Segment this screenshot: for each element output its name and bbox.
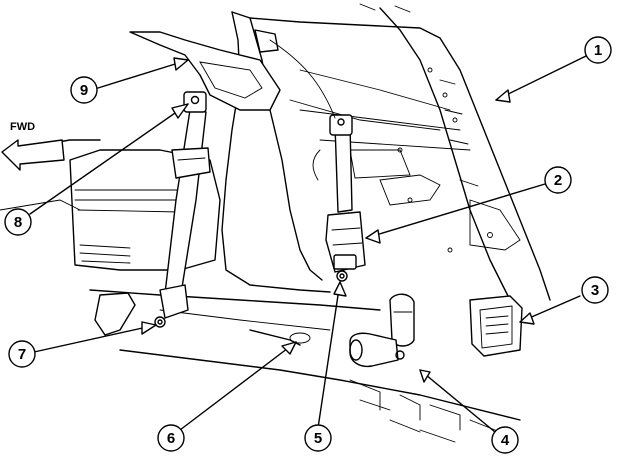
callout-5-label: 5	[314, 430, 322, 447]
callout-2-label: 2	[554, 172, 562, 189]
fwd-indicator: FWD	[1, 121, 65, 171]
callout-1-label: 1	[594, 42, 602, 59]
callout-5: 5	[304, 424, 332, 452]
leader-lines	[29, 55, 587, 433]
callout-4: 4	[491, 426, 519, 454]
callout-2: 2	[544, 166, 572, 194]
side-window-area	[0, 139, 221, 271]
callout-7-label: 7	[18, 346, 26, 363]
callout-9-label: 9	[80, 82, 88, 99]
trim-cover	[469, 295, 523, 357]
callout-9: 9	[70, 76, 98, 104]
fwd-arrow-icon	[1, 139, 65, 171]
callout-7: 7	[8, 340, 36, 368]
callout-8: 8	[4, 208, 32, 236]
callout-3: 3	[581, 276, 609, 304]
fwd-label: FWD	[10, 121, 35, 133]
floor	[89, 289, 521, 443]
buckle-assembly	[349, 293, 415, 368]
left-seat-belt	[94, 91, 211, 336]
callout-8-label: 8	[14, 214, 22, 231]
callout-3-label: 3	[591, 282, 599, 299]
shelf-trim	[129, 29, 281, 111]
callout-6: 6	[157, 424, 185, 452]
callout-6-label: 6	[167, 430, 175, 447]
callout-1: 1	[584, 36, 612, 64]
center-seat-belt	[269, 39, 366, 282]
callout-4-label: 4	[501, 432, 510, 449]
